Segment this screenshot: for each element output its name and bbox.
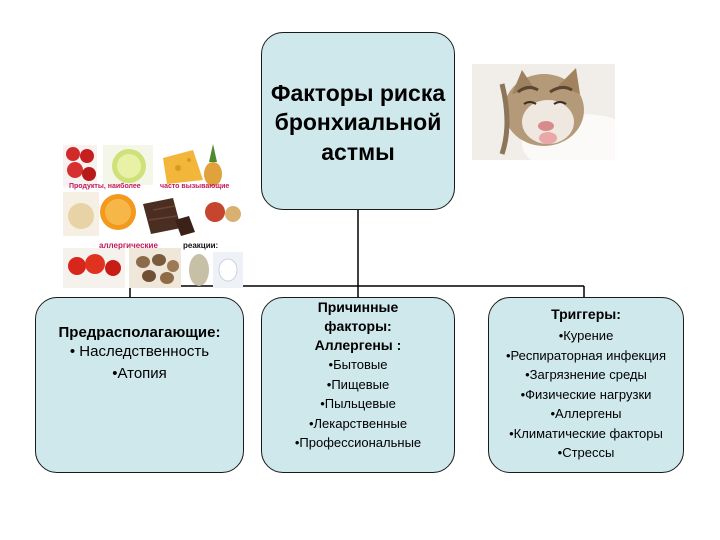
list-item: •Профессиональные [294, 435, 422, 450]
causal-heading-line-1: Причинные [317, 299, 399, 315]
causal-heading-line-2: факторы: [324, 318, 392, 334]
sneezing-cat-photo [472, 64, 615, 160]
list-item: • Наследственность [69, 343, 210, 360]
collage-caption-3: аллергические [99, 241, 158, 250]
list-item: •Бытовые [328, 357, 388, 372]
predisposing-heading: Предрасполагающие: [58, 324, 221, 341]
root-concept-box: Факторы риска бронхиальной астмы [261, 32, 455, 210]
list-item: •Респираторная инфекция [506, 347, 666, 363]
allergen-foods-collage: Продукты, наиболее часто вызывающие алле… [63, 140, 246, 290]
list-item: •Загрязнение среды [525, 367, 647, 382]
diagram-title: Факторы риска бронхиальной астмы [270, 79, 446, 165]
collage-caption-2: часто вызывающие [160, 183, 230, 190]
triggers-box: Триггеры: •Курение •Респираторная инфекц… [488, 297, 684, 473]
list-item: •Пищевые [326, 376, 390, 392]
cat-image [472, 64, 615, 160]
predisposing-factors-box: Предрасполагающие: • Наследственность •А… [35, 297, 244, 473]
list-item: •Аллергены [550, 406, 622, 421]
list-item: •Атопия [112, 365, 167, 382]
collage-caption-4: реакции: [183, 241, 219, 250]
list-item: •Курение [558, 328, 614, 343]
collage-caption-1: Продукты, наиболее [69, 183, 141, 190]
causal-factors-box: Причинные факторы: Аллергены : •Бытовые … [261, 297, 455, 473]
list-item: •Стрессы [557, 445, 615, 460]
list-item: •Лекарственные [308, 415, 408, 431]
list-item: •Климатические факторы [509, 425, 663, 441]
list-item: •Физические нагрузки [520, 386, 652, 402]
triggers-heading: Триггеры: [551, 306, 621, 322]
food-images [63, 144, 243, 288]
causal-heading-line-3: Аллергены : [314, 337, 402, 353]
list-item: •Пыльцевые [320, 396, 396, 411]
